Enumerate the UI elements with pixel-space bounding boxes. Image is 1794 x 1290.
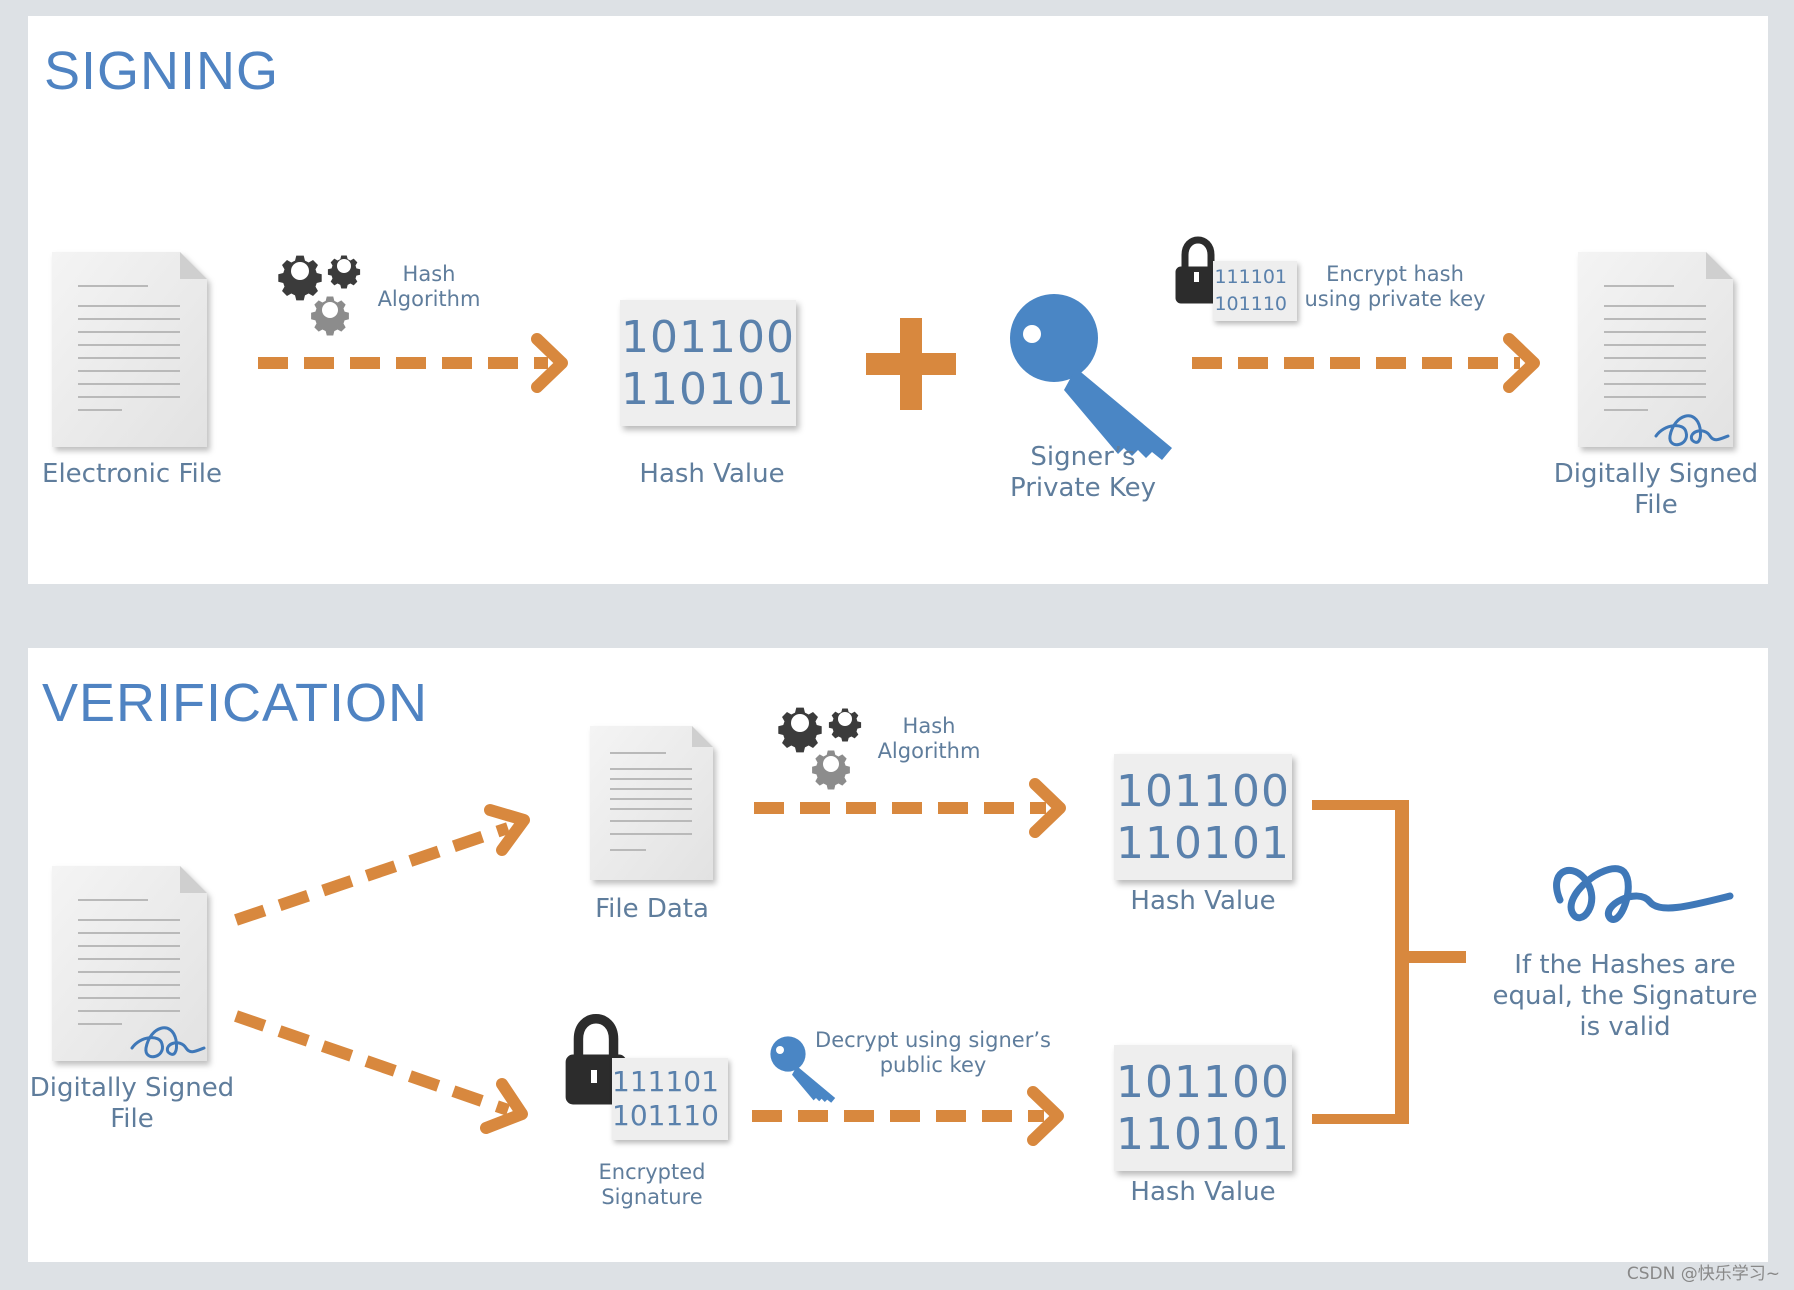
encrypted-signature-line-1: 111101 xyxy=(612,1065,719,1098)
digitally-signed-file-label: Digitally Signed File xyxy=(1553,459,1759,520)
hash-algorithm-gears-icon xyxy=(278,255,361,336)
signing-title: SIGNING xyxy=(44,41,280,101)
hash-algorithm-label: Hash Algorithm xyxy=(377,262,481,311)
hash-value-top-label: Hash Value xyxy=(1130,886,1276,916)
dashed-arrow-icon xyxy=(1192,333,1540,393)
dashed-arrow-icon xyxy=(752,1086,1064,1146)
hash-value-top-line-1: 101100 xyxy=(1116,766,1290,817)
signature-valid-result-label: If the Hashes are equal, the Signature i… xyxy=(1492,950,1758,1042)
public-key-icon xyxy=(770,1036,836,1103)
verification-hash-algorithm-label: Hash Algorithm xyxy=(877,714,981,763)
hash-value-bottom-line-1: 101100 xyxy=(1116,1057,1290,1108)
hash-value-bottom-box: 101100 110101 xyxy=(1114,1045,1292,1171)
dashed-arrow-icon xyxy=(234,1010,528,1134)
plus-icon xyxy=(866,318,956,410)
verification-title: VERIFICATION xyxy=(42,673,429,733)
decrypt-public-key-label: Decrypt using signer’s public key xyxy=(815,1028,1051,1077)
private-key-label: Signer’s Private Key xyxy=(1009,442,1157,503)
bracket-connector xyxy=(1312,800,1466,1124)
digitally-signed-file-document-icon xyxy=(52,866,207,1061)
watermark: CSDN @快乐学习~ xyxy=(1626,1264,1780,1284)
encrypted-signature-box: 111101 101110 xyxy=(612,1058,728,1140)
verification-signed-file-label: Digitally Signed File xyxy=(29,1073,235,1134)
hash-value-top-box: 101100 110101 xyxy=(1114,754,1292,880)
dashed-arrow-icon xyxy=(234,804,530,926)
file-data-document-icon xyxy=(590,726,713,880)
encrypted-hash-line-1: 111101 xyxy=(1214,266,1287,288)
valid-signature-icon xyxy=(1553,865,1734,924)
file-data-label: File Data xyxy=(595,894,709,924)
encrypted-hash-box: 111101 101110 xyxy=(1213,261,1297,321)
encrypted-hash-line-2: 101110 xyxy=(1214,293,1287,315)
signing-panel: SIGNING xyxy=(28,16,1768,584)
encrypted-signature-line-2: 101110 xyxy=(612,1099,719,1132)
hash-value-top-line-2: 110101 xyxy=(1116,818,1290,869)
verification-panel: VERIFICATION xyxy=(28,648,1768,1262)
hash-value-box: 101100 110101 xyxy=(620,300,796,426)
dashed-arrow-icon xyxy=(258,333,568,393)
hash-value-line-2: 110101 xyxy=(621,364,795,415)
hash-value-bottom-label: Hash Value xyxy=(1130,1177,1276,1207)
dashed-arrow-icon xyxy=(754,778,1066,838)
electronic-file-document-icon xyxy=(52,252,207,447)
encrypt-hash-label: Encrypt hash using private key xyxy=(1304,262,1486,311)
lock-icon xyxy=(1176,240,1220,303)
hash-value-label: Hash Value xyxy=(639,459,785,489)
digitally-signed-file-document-icon xyxy=(1578,252,1733,447)
encrypted-signature-label: Encrypted Signature xyxy=(598,1160,706,1209)
hash-value-line-1: 101100 xyxy=(621,312,795,363)
electronic-file-label: Electronic File xyxy=(42,459,222,489)
lock-icon xyxy=(566,1019,625,1104)
hash-value-bottom-line-2: 110101 xyxy=(1116,1109,1290,1160)
hash-algorithm-gears-icon xyxy=(778,707,862,790)
private-key-icon xyxy=(1010,294,1172,460)
